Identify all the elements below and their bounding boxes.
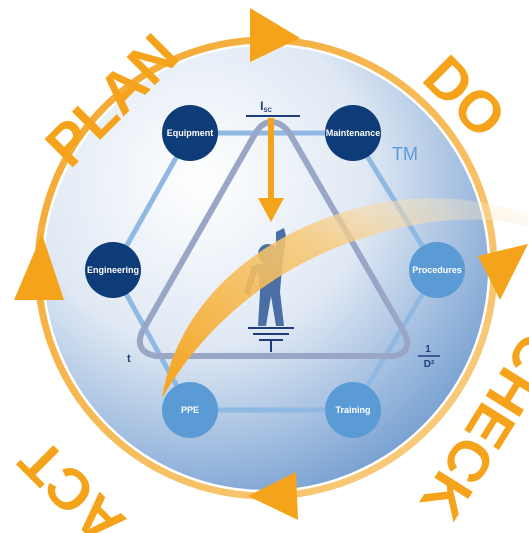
node-equipment-label: Equipment <box>167 128 214 138</box>
node-procedures: Procedures <box>409 242 465 298</box>
inverse-denominator: D² <box>424 359 435 370</box>
node-ppe: PPE <box>162 382 218 438</box>
trademark-label: TM <box>392 144 418 164</box>
node-engineering: Engineering <box>85 242 141 298</box>
ground-icon <box>248 327 294 352</box>
node-maintenance-label: Maintenance <box>326 128 381 138</box>
triangle-outline <box>136 119 411 359</box>
arrow-left-icon <box>14 234 64 300</box>
arrow-bottom-icon <box>248 472 298 520</box>
node-training-label: Training <box>335 405 370 415</box>
arrow-right-icon <box>478 244 528 300</box>
current-arrow-head-icon <box>258 198 284 222</box>
node-training: Training <box>325 382 381 438</box>
time-label: t <box>127 353 131 365</box>
current-label: ISC <box>260 99 272 114</box>
arrow-top-icon <box>250 8 300 62</box>
node-ppe-label: PPE <box>181 405 199 415</box>
current-subscript: SC <box>264 108 273 114</box>
node-maintenance: Maintenance <box>325 105 381 161</box>
node-equipment: Equipment <box>162 105 218 161</box>
inverse-numerator: 1 <box>425 344 431 355</box>
swoosh-icon <box>162 198 528 398</box>
node-procedures-label: Procedures <box>412 265 462 275</box>
node-engineering-label: Engineering <box>87 265 139 275</box>
